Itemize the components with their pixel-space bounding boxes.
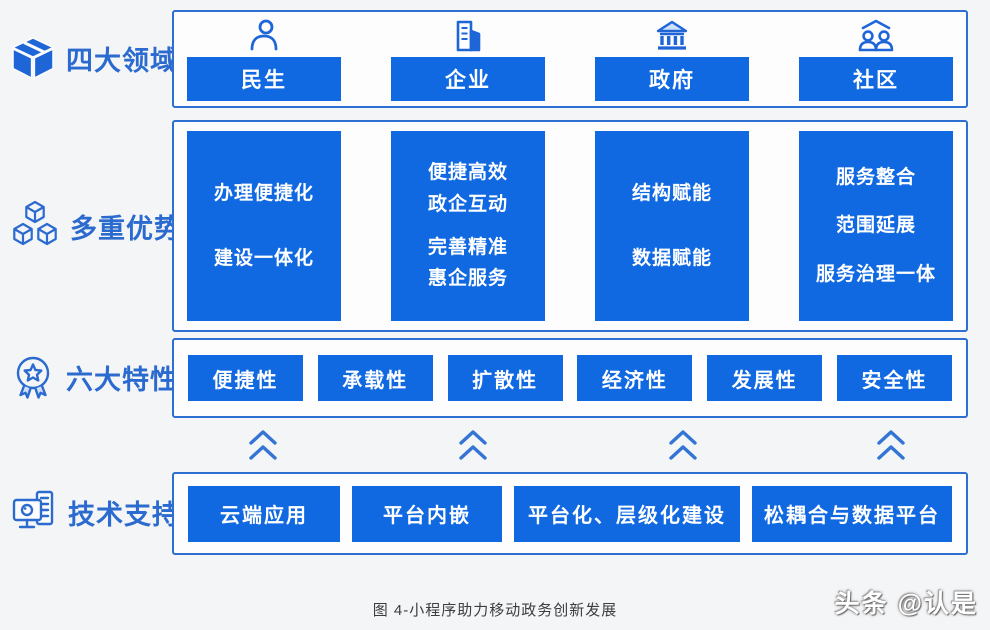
advantage-text: 完善精准 惠企服务 <box>427 237 508 290</box>
feature-button: 安全性 <box>836 355 952 401</box>
support-button: 平台化、层级化建设 <box>514 485 740 542</box>
government-icon <box>652 17 692 53</box>
advantage-text: 便捷高效 政企互动 <box>427 162 508 215</box>
advantage-text: 数据赋能 <box>631 247 712 269</box>
advantage-text: 范围延展 <box>835 215 916 237</box>
domain-item-shequ: 社区 <box>799 17 953 101</box>
medal-icon <box>10 354 56 400</box>
support-button: 松耦合与数据平台 <box>752 485 952 542</box>
domain-button: 民生 <box>187 57 341 101</box>
features-panel: 便捷性 承载性 扩散性 经济性 发展性 安全性 <box>172 338 968 418</box>
cube-icon <box>10 36 56 80</box>
watermark: 头条 @认是 <box>834 590 978 618</box>
domain-item-zhengfu: 政府 <box>595 17 749 101</box>
feature-button: 承载性 <box>317 355 433 401</box>
person-icon <box>245 17 283 53</box>
advantage-text: 结构赋能 <box>631 183 712 205</box>
support-button: 平台内嵌 <box>352 485 502 542</box>
domain-item-minsheng: 民生 <box>187 17 341 101</box>
row-label-domains: 四大领域 <box>10 36 178 80</box>
row-label-support: 技术支持 <box>10 488 180 536</box>
row-label-features: 六大特性 <box>10 354 178 400</box>
chevron-up-icon <box>666 428 700 464</box>
row-label-text: 六大特性 <box>66 364 178 395</box>
feature-button: 扩散性 <box>447 355 563 401</box>
row-label-advantages: 多重优势 <box>10 200 182 252</box>
domains-panel: 民生 企业 政府 <box>172 10 968 108</box>
row-label-text: 多重优势 <box>70 213 182 244</box>
chevron-up-icon <box>874 428 908 464</box>
domain-button: 政府 <box>595 57 749 101</box>
advantage-card: 服务整合 范围延展 服务治理一体 <box>799 131 953 321</box>
cubes-icon <box>10 200 60 252</box>
feature-button: 发展性 <box>707 355 823 401</box>
support-panel: 云端应用 平台内嵌 平台化、层级化建设 松耦合与数据平台 <box>172 472 968 555</box>
feature-button: 经济性 <box>577 355 693 401</box>
advantages-panel: 办理便捷化 建设一体化 便捷高效 政企互动 完善精准 惠企服务 结构赋能 数据赋… <box>172 120 968 332</box>
row-label-text: 四大领域 <box>66 45 178 76</box>
row-label-text: 技术支持 <box>68 499 180 530</box>
tech-support-icon <box>10 488 58 536</box>
domain-button: 企业 <box>391 57 545 101</box>
building-icon <box>449 17 487 53</box>
figure-caption: 图 4-小程序助力移动政务创新发展 <box>372 602 618 619</box>
advantage-card: 结构赋能 数据赋能 <box>595 131 749 321</box>
chevron-up-icon <box>246 428 280 464</box>
support-button: 云端应用 <box>188 485 340 542</box>
advantage-card: 便捷高效 政企互动 完善精准 惠企服务 <box>391 131 545 321</box>
advantage-text: 服务整合 <box>835 166 916 188</box>
advantage-text: 办理便捷化 <box>213 183 314 205</box>
community-icon <box>855 17 897 53</box>
feature-button: 便捷性 <box>188 355 303 401</box>
advantage-text: 服务治理一体 <box>815 263 936 285</box>
chevron-up-icon <box>456 428 490 464</box>
domain-item-qiye: 企业 <box>391 17 545 101</box>
advantage-card: 办理便捷化 建设一体化 <box>187 131 341 321</box>
domain-button: 社区 <box>799 57 953 101</box>
advantage-text: 建设一体化 <box>213 247 314 269</box>
